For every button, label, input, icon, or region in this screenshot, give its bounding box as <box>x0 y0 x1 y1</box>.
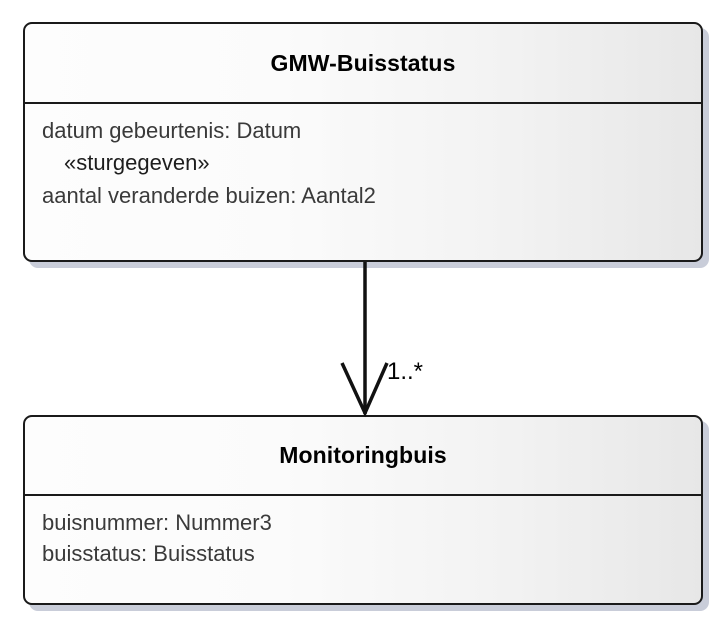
class-attribute: buisstatus: Buisstatus <box>42 541 255 567</box>
class-attributes-monitoringbuis: buisnummer: Nummer3 buisstatus: Buisstat… <box>25 496 701 569</box>
class-name-gmw-buisstatus: GMW-Buisstatus <box>270 49 456 76</box>
class-box-gmw-buisstatus[interactable]: GMW-Buisstatus datum gebeurtenis: Datum … <box>23 22 703 262</box>
class-attribute: datum gebeurtenis: Datum <box>42 118 302 143</box>
class-attribute: aantal veranderde buizen: Aantal2 <box>42 183 376 209</box>
association-arrowhead <box>340 362 389 418</box>
class-attributes-gmw-buisstatus: datum gebeurtenis: Datum «sturgegeven» a… <box>25 104 701 212</box>
class-header-monitoringbuis: Monitoringbuis <box>25 417 701 496</box>
class-attribute: buisnummer: Nummer3 <box>42 510 272 535</box>
class-name-monitoringbuis: Monitoringbuis <box>279 442 447 468</box>
class-box-monitoringbuis[interactable]: Monitoringbuis buisnummer: Nummer3 buiss… <box>23 415 703 605</box>
class-header-gmw-buisstatus: GMW-Buisstatus <box>25 24 701 104</box>
class-attribute-stereotype: «sturgegeven» <box>64 150 210 176</box>
association-multiplicity-label: 1..* <box>387 358 424 385</box>
